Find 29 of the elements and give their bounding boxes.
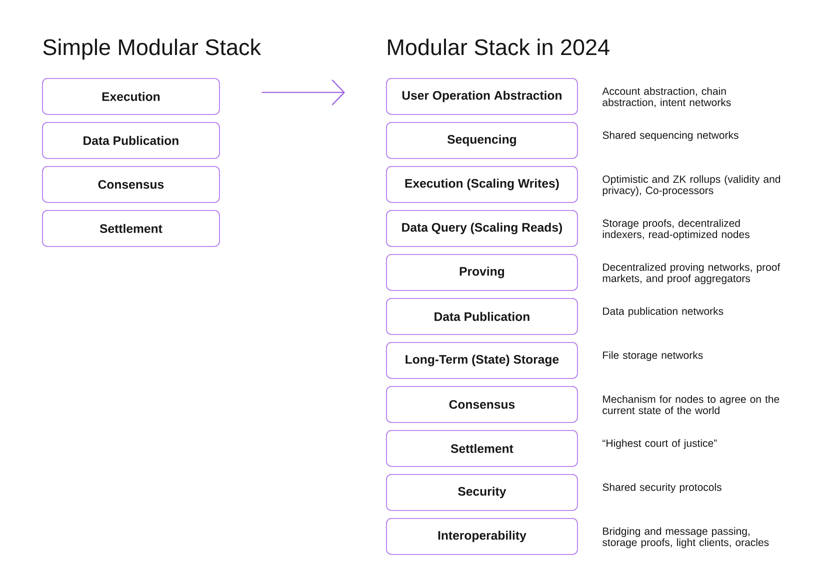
heading: Modular Stack in 2024 — [388, 38, 610, 56]
description-text: Data publication networks — [603, 307, 724, 317]
stack-box: Interoperability — [386, 518, 578, 555]
stack-box: Consensus — [386, 386, 578, 423]
description-text: File storage networks — [603, 351, 703, 361]
description-text: Optimistic and ZK rollups (validity and privacy), Co-processors — [602, 175, 780, 196]
stack-box: Execution (Scaling Writes) — [386, 166, 578, 203]
stack-box: Settlement — [42, 210, 220, 247]
stack-box: Proving — [386, 254, 578, 291]
description-text: Shared sequencing networks — [602, 131, 738, 141]
heading: Simple Modular Stack — [43, 38, 262, 60]
description-text: Account abstraction, chain abstraction, intent networks — [602, 87, 731, 108]
stack-box: Execution — [42, 78, 220, 115]
stack-box: Data Publication — [42, 122, 220, 159]
description-text: Shared security protocols — [602, 483, 722, 493]
description-text: Decentralized proving networks, proof markets, and proof aggregators — [602, 263, 780, 284]
description-text: “Highest court of justice” — [602, 439, 717, 449]
stack-box: Security — [386, 474, 578, 511]
stack-box: Consensus — [42, 166, 220, 203]
stack-box: User Operation Abstraction — [386, 78, 578, 115]
stack-box: Data Publication — [386, 298, 578, 335]
stack-box: Long-Term (State) Storage — [386, 342, 578, 379]
stack-box: Settlement — [386, 430, 578, 467]
arrow — [262, 80, 345, 106]
description-text: Mechanism for nodes to agree on the current state of the world — [602, 395, 780, 414]
description-text: Storage proofs, decentralized indexers, read-optimized nodes — [602, 219, 750, 240]
stack-box: Data Query (Scaling Reads) — [386, 210, 578, 247]
description-text: Bridging and message passing, storage proofs, light clients, oracles — [602, 527, 769, 548]
stack-box: Sequencing — [386, 122, 578, 159]
